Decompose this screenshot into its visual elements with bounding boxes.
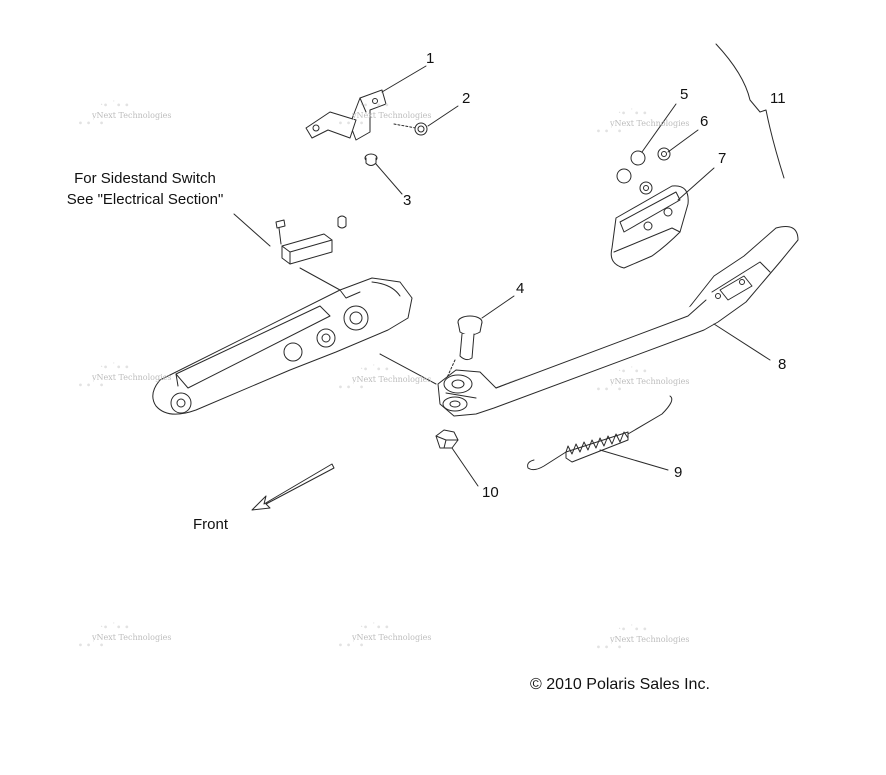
watermark: ·∙ ˙∙ ∙vNext Technologies∙ ∙˙ ∙ — [78, 100, 172, 129]
watermark: ·∙ ˙∙ ∙vNext Technologies∙ ∙˙ ∙ — [78, 622, 172, 651]
watermark: ·∙ ˙∙ ∙vNext Technologies∙ ∙˙ ∙ — [338, 622, 432, 651]
watermark-text: vNext Technologies — [92, 373, 172, 382]
watermark: ·∙ ˙∙ ∙vNext Technologies∙ ∙˙ ∙ — [596, 366, 690, 395]
parts-5-6-hardware — [616, 147, 671, 195]
part-4-pivot-bolt — [444, 315, 483, 383]
callout-6: 6 — [700, 113, 709, 130]
front-arrow-icon — [251, 463, 335, 511]
callout-5: 5 — [680, 86, 689, 103]
note-line-1: For Sidestand Switch — [74, 170, 216, 187]
part-3-screw — [364, 153, 378, 166]
sidestand-bracket — [152, 277, 413, 415]
part-2-bolt — [393, 122, 428, 136]
part-7-foot-pad — [610, 185, 689, 269]
watermark-text: vNext Technologies — [610, 635, 690, 644]
watermark-text: vNext Technologies — [352, 375, 432, 384]
callout-9: 9 — [674, 464, 683, 481]
part-9-spring — [527, 395, 673, 471]
part-8-kickstand — [437, 226, 799, 417]
part-10-nut — [435, 429, 459, 449]
copyright-text: © 2010 Polaris Sales Inc. — [530, 676, 710, 693]
watermark: ·∙ ˙∙ ∙vNext Technologies∙ ∙˙ ∙ — [596, 624, 690, 653]
watermark-text: vNext Technologies — [352, 111, 432, 120]
callout-1: 1 — [426, 50, 435, 67]
front-label: Front — [193, 516, 229, 533]
callout-8: 8 — [778, 356, 787, 373]
callout-3: 3 — [403, 192, 412, 209]
part-1-bracket — [305, 89, 387, 141]
watermark: ·∙ ˙∙ ∙vNext Technologies∙ ∙˙ ∙ — [78, 362, 172, 391]
watermark: ·∙ ˙∙ ∙vNext Technologies∙ ∙˙ ∙ — [596, 108, 690, 137]
watermark-text: vNext Technologies — [610, 119, 690, 128]
watermark-text: vNext Technologies — [92, 633, 172, 642]
watermark-text: vNext Technologies — [352, 633, 432, 642]
sidestand-switch-note: For Sidestand Switch See "Electrical Sec… — [40, 168, 250, 210]
watermark-text: vNext Technologies — [610, 377, 690, 386]
watermark: ·∙ ˙∙ ∙vNext Technologies∙ ∙˙ ∙ — [338, 100, 432, 129]
callout-2: 2 — [462, 90, 471, 107]
watermark-text: vNext Technologies — [92, 111, 172, 120]
note-line-2: See "Electrical Section" — [66, 191, 224, 208]
watermark: ·∙ ˙∙ ∙vNext Technologies∙ ∙˙ ∙ — [338, 364, 432, 393]
callout-4: 4 — [516, 280, 525, 297]
callout-7: 7 — [718, 150, 727, 167]
kit-11-brace — [715, 43, 785, 179]
callout-10: 10 — [482, 484, 499, 501]
leader-lines — [233, 65, 771, 487]
switch-parts — [275, 215, 347, 291]
callout-11: 11 — [770, 90, 786, 107]
